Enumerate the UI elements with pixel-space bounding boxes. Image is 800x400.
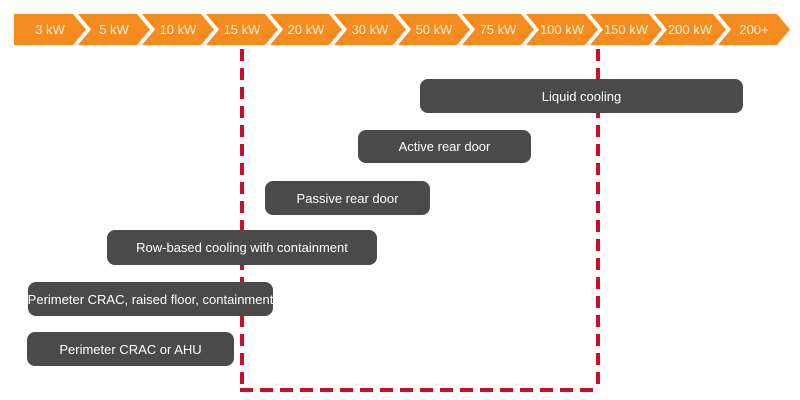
scale-segment-label: 10 kW [159,22,197,37]
scale-segment-150kw: 150 kW [590,14,662,45]
scale-segment-label: 200+ [739,22,769,37]
highlight-range-left-edge [240,49,244,387]
scale-segment-50kw: 50 kW [398,14,470,45]
bar-perimeter-crac-or-ahu: Perimeter CRAC or AHU [27,332,234,366]
scale-segment-label: 50 kW [415,22,453,37]
highlight-range-right-edge [596,49,600,387]
scale-segment-label: 100 kW [539,22,585,37]
bar-liquid-cooling: Liquid cooling [420,79,743,113]
bar-passive-rear-door: Passive rear door [265,181,430,215]
scale-segment-label: 20 kW [287,22,325,37]
scale-segment-10kw: 10 kW [142,14,214,45]
scale-segment-5kw: 5 kW [78,14,150,45]
scale-segment-200plus: 200+ [718,14,790,45]
scale-segment-label: 5 kW [99,22,129,37]
scale-segment-label: 150 kW [603,22,649,37]
scale-segment-3kw: 3 kW [14,14,86,45]
bar-row-based-cooling-with-containment: Row-based cooling with containment [107,230,377,265]
bar-perimeter-crac-raised-floor-containment: Perimeter CRAC, raised floor, containmen… [28,282,273,316]
scale-segment-200kw: 200 kW [654,14,726,45]
scale-segment-30kw: 30 kW [334,14,406,45]
scale-segment-label: 200 kW [667,22,713,37]
scale-segment-75kw: 75 kW [462,14,534,45]
scale-segment-label: 3 kW [35,22,65,37]
scale-segment-label: 75 kW [479,22,517,37]
scale-segment-15kw: 15 kW [206,14,278,45]
bar-active-rear-door: Active rear door [358,130,531,163]
scale-segment-label: 15 kW [223,22,261,37]
highlight-range-bottom-edge [240,388,600,392]
power-density-scale: 3 kW 5 kW 10 kW 15 kW 20 kW 30 kW 50 kW … [14,14,790,45]
scale-segment-100kw: 100 kW [526,14,598,45]
scale-segment-label: 30 kW [351,22,389,37]
scale-segment-20kw: 20 kW [270,14,342,45]
